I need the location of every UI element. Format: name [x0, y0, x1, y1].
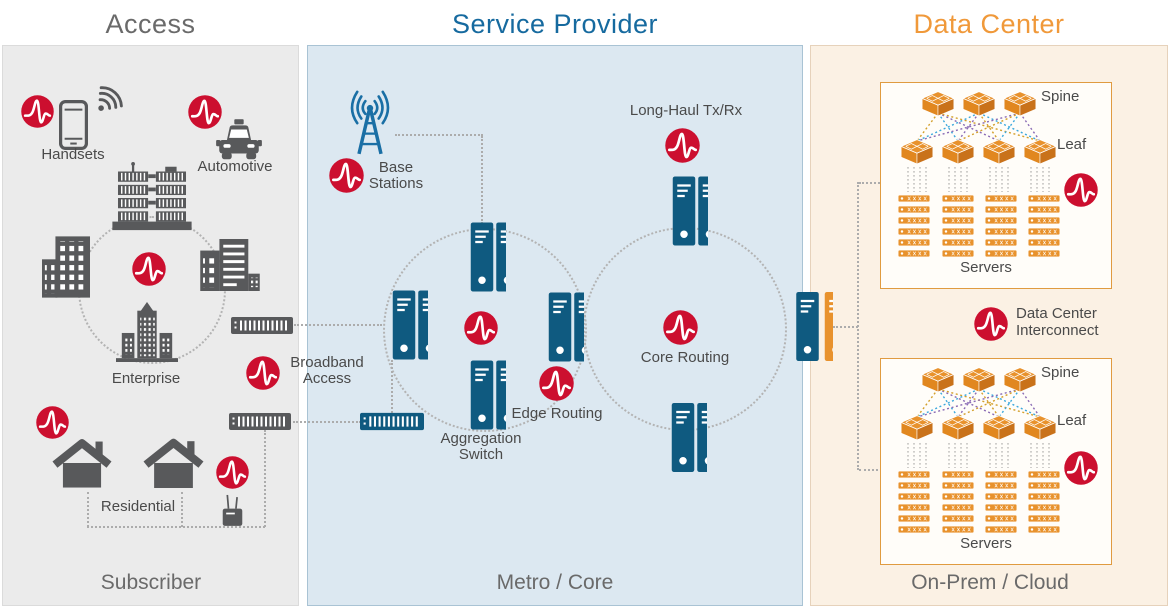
house-icon — [142, 434, 205, 492]
connector-line — [859, 182, 880, 184]
service-provider-section-title: Service Provider — [451, 9, 659, 39]
broadcom-logo-icon — [974, 307, 1008, 341]
handsets-label: Handsets — [41, 146, 105, 163]
long-haul-label: Long-Haul Tx/Rx — [629, 102, 743, 119]
rack-pair-icon — [659, 402, 707, 473]
broadcom-logo-icon — [663, 310, 698, 345]
spine-leaf-servers-graphic — [881, 359, 1111, 539]
metro-core-footer-label: Metro / Core — [496, 571, 614, 594]
access-section-title: Access — [105, 9, 196, 39]
telecom-equipment-icon — [112, 162, 192, 232]
office-building-icon — [199, 239, 261, 291]
spine-label: Spine — [1041, 88, 1080, 105]
connector-line — [391, 360, 393, 413]
broadcom-logo-icon — [246, 356, 280, 390]
cell-tower-icon — [341, 86, 399, 158]
connector-line — [859, 469, 878, 471]
smartphone-icon — [57, 100, 90, 150]
residential-label: Residential — [100, 498, 176, 515]
broadband-access-label: Broadband Access — [290, 354, 364, 387]
broadcom-logo-icon — [665, 128, 700, 163]
broadcom-logo-icon — [132, 252, 166, 286]
car-icon — [213, 119, 265, 163]
modem-router-icon — [221, 490, 244, 533]
house-icon — [51, 434, 113, 492]
office-building-icon — [42, 236, 90, 298]
leaf-label: Leaf — [1057, 412, 1087, 429]
aggregation-switch-icon — [360, 412, 424, 431]
connector-line — [294, 324, 382, 326]
spine-label: Spine — [1041, 364, 1080, 381]
enterprise-label: Enterprise — [111, 370, 181, 387]
data-center-section-title: Data Center — [913, 9, 1065, 39]
broadcom-logo-icon — [216, 456, 249, 489]
connector-line — [264, 430, 266, 527]
connector-line — [181, 492, 183, 527]
spine-leaf-cluster: Spine Leaf Servers — [880, 358, 1112, 565]
wifi-icon — [91, 84, 123, 116]
enterprise-building-icon — [116, 301, 178, 363]
data-center-interconnect-label: Data Center Interconnect — [1016, 305, 1099, 339]
broadcom-logo-icon — [21, 95, 54, 128]
connector-line — [395, 134, 483, 136]
spine-leaf-cluster: Spine Leaf Servers — [880, 82, 1112, 289]
subscriber-footer-label: Subscriber — [100, 571, 202, 594]
broadcom-logo-icon — [539, 366, 574, 401]
automotive-label: Automotive — [197, 158, 273, 175]
rack-pair-icon — [660, 176, 708, 246]
dci-rack-pair-icon — [782, 291, 833, 362]
connector-line — [481, 136, 483, 224]
rack-pair-icon — [458, 360, 506, 430]
connector-line — [293, 421, 361, 423]
connector-line — [857, 182, 859, 470]
broadcom-logo-icon — [464, 311, 498, 345]
connector-line — [87, 526, 265, 528]
rack-pair-icon — [380, 290, 428, 360]
aggregation-switch-label: Aggregation Switch — [440, 430, 522, 463]
broadcom-logo-icon — [1064, 173, 1098, 207]
connector-line — [833, 326, 858, 328]
core-routing-label: Core Routing — [640, 349, 730, 366]
base-stations-label: Base Stations — [368, 159, 424, 192]
servers-label: Servers — [960, 259, 1012, 276]
edge-routing-label: Edge Routing — [511, 405, 603, 422]
access-switch-icon — [231, 317, 293, 334]
rack-pair-icon — [458, 222, 506, 292]
servers-label: Servers — [960, 535, 1012, 552]
broadcom-logo-icon — [1064, 451, 1098, 485]
connector-line — [87, 492, 89, 527]
rack-pair-icon — [536, 292, 584, 362]
on-prem-cloud-footer-label: On-Prem / Cloud — [911, 571, 1069, 594]
leaf-label: Leaf — [1057, 136, 1087, 153]
access-switch-icon — [229, 413, 291, 430]
